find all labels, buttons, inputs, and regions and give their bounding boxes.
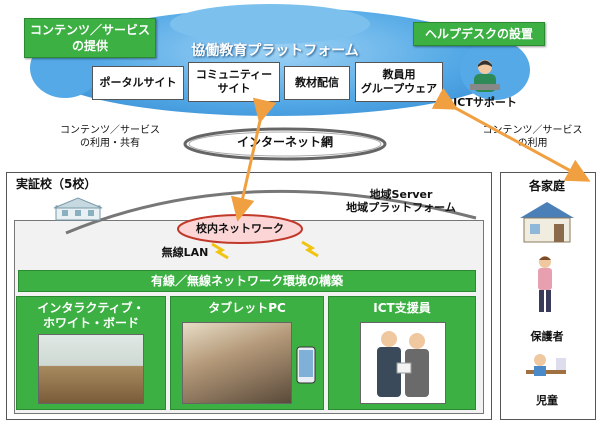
cloud-bump-top [170, 4, 370, 44]
lightning-icon-left [211, 242, 229, 260]
internet-ring [183, 127, 387, 161]
helpdesk-label: ヘルプデスクの設置 [413, 22, 545, 46]
school-building-icon [53, 197, 103, 221]
service-community: コミュニティー サイト [188, 62, 280, 102]
service-groupware-label: 教員用 グループウェア [360, 68, 438, 95]
child-desk-icon [526, 354, 566, 376]
school-title: 実証校（5校） [16, 177, 97, 191]
service-materials: 教材配信 [284, 66, 350, 100]
lightning-icon-right [301, 240, 319, 258]
parent-label: 保護者 [530, 330, 564, 343]
tablet-device-icon [296, 346, 316, 384]
wireless-lan-label: 無線LAN [161, 246, 209, 259]
card-ict-supporter-title: ICT支援員 [373, 301, 431, 315]
whiteboard-classroom-photo [38, 334, 144, 404]
helpdesk-operator-icon [470, 60, 500, 92]
service-materials-label: 教材配信 [295, 76, 339, 89]
network-construction-bar: 有線／無線ネットワーク環境の構築 [18, 270, 476, 292]
service-portal-label: ポータルサイト [99, 76, 177, 89]
parent-person-icon [538, 256, 552, 312]
platform-title: 協働教育プラットフォーム [191, 43, 359, 59]
card-whiteboard-title: インタラクティブ・ ホワイト・ボード [37, 301, 145, 330]
service-groupware: 教員用 グループウェア [355, 62, 443, 102]
child-label: 児童 [536, 394, 558, 407]
content-provide-label: コンテンツ／サービス の提供 [24, 18, 156, 58]
arrow-ict-to-home [431, 87, 591, 182]
home-title: 各家庭 [528, 179, 565, 193]
network-construction-label: 有線／無線ネットワーク環境の構築 [150, 274, 343, 288]
service-community-label: コミュニティー サイト [195, 68, 273, 95]
content-use-share-label: コンテンツ／サービス の利用・共有 [60, 125, 160, 149]
ict-supporter-photo [360, 322, 446, 404]
regional-platform-label: 地域Server 地域プラットフォーム [346, 188, 456, 214]
arrow-cloud-to-school [230, 97, 277, 222]
house-icon [520, 202, 574, 243]
service-portal: ポータルサイト [92, 66, 184, 100]
ict-supporter-figures-icon [377, 331, 429, 397]
card-tablet-title: タブレットPC [208, 301, 286, 315]
tablet-classroom-photo [182, 322, 292, 404]
school-network-label: 校内ネットワーク [196, 222, 284, 235]
